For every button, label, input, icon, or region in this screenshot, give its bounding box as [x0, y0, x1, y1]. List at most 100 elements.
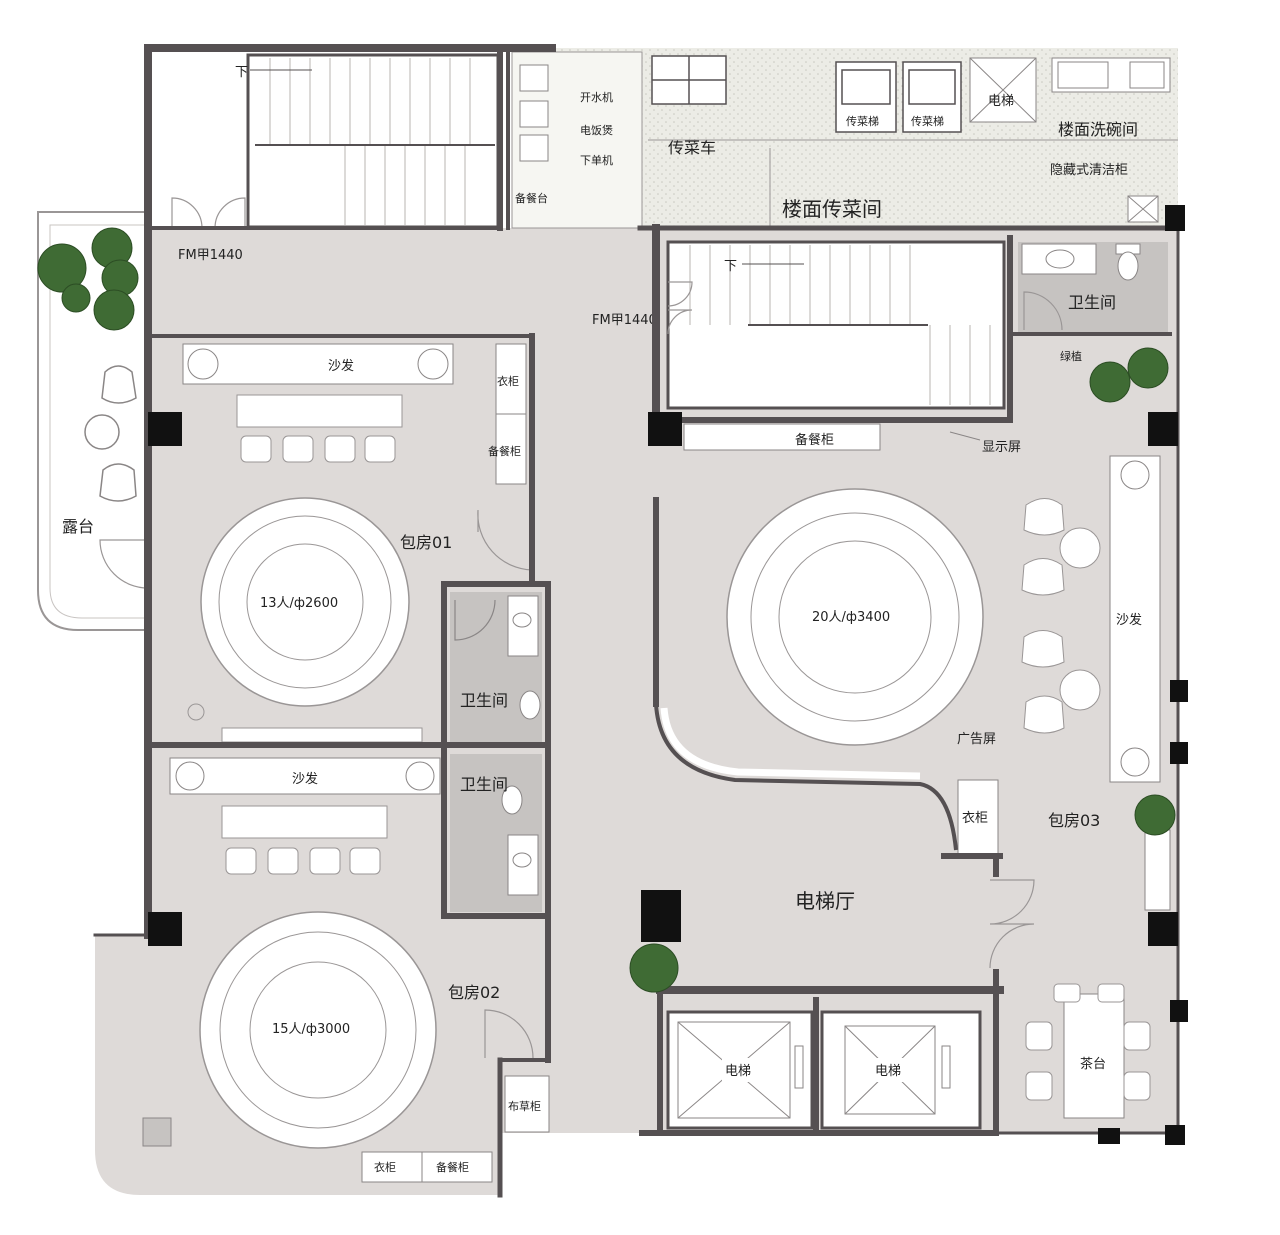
dumbwaiter-2-icon — [902, 61, 962, 133]
round-table-01: 13人/ф2600 — [200, 497, 410, 707]
room-02-door — [484, 1009, 534, 1059]
terrace-table — [84, 414, 120, 450]
round-table-02: 15人/ф3000 — [199, 911, 437, 1149]
stools-02 — [225, 847, 381, 875]
wardrobe-02-label: 衣柜 — [374, 1160, 396, 1174]
ad-screen-label: 广告屏 — [957, 732, 996, 747]
linen-cabinet: 布草柜 — [504, 1075, 550, 1133]
prep-cabinet-03-label: 备餐柜 — [795, 432, 834, 448]
coffee-table-01 — [236, 394, 403, 428]
appliance-row — [519, 64, 549, 162]
dishwash-sink-icon — [1051, 57, 1171, 93]
prep-cabinet-02-label: 备餐柜 — [436, 1160, 469, 1174]
tea-counter-label: 茶台 — [1080, 1056, 1106, 1072]
room-01: 沙发 衣柜 备餐柜 13人/ф2600 包房01 — [158, 336, 533, 743]
fire-door-label-2: FM甲1440 — [592, 313, 657, 328]
sink-icon — [1045, 249, 1075, 269]
lounge-chairs-03 — [1021, 498, 1101, 734]
service-area: 开水机 电饭煲 下单机 备餐台 传菜车 传菜梯 传菜梯 电梯 — [511, 48, 1178, 229]
stair-top-left: 下 — [155, 52, 500, 229]
elevator-1-label: 电梯 — [725, 1064, 751, 1079]
room-03-door — [989, 879, 1035, 969]
fire-door-label-1: FM甲1440 — [178, 248, 243, 263]
hidden-cabinet-label: 隐藏式清洁柜 — [1050, 163, 1128, 178]
terrace-chair-2 — [99, 463, 137, 502]
stair-door-1 — [171, 197, 246, 229]
serving-cart-icon — [651, 55, 727, 105]
elevator-hall: 电梯厅 电梯 电梯 — [654, 703, 982, 1130]
serving-room-label: 楼面传菜间 — [782, 197, 882, 221]
table-02-label: 15人/ф3000 — [272, 1022, 350, 1037]
sofa-02-label: 沙发 — [292, 771, 318, 787]
wardrobe-01: 衣柜 备餐柜 — [488, 343, 527, 485]
dumbwaiter-2-label: 传菜梯 — [911, 115, 944, 128]
coffee-table-02 — [221, 805, 388, 839]
dumbwaiter-1-label: 传菜梯 — [846, 115, 879, 128]
water-boiler-label: 开水机 — [580, 90, 613, 104]
restroom-top-label: 卫生间 — [1068, 293, 1116, 312]
tea-area: 茶台 — [1025, 983, 1151, 1119]
wardrobe-02: 衣柜 — [361, 1151, 423, 1183]
stair-down-label-2: 下 — [724, 259, 737, 274]
sofa-01: 沙发 — [182, 343, 454, 385]
sofa-01-label: 沙发 — [328, 358, 354, 374]
plant-icon — [629, 943, 679, 993]
prep-station-label: 备餐台 — [515, 191, 548, 205]
room-01-bottom-bench — [221, 727, 423, 743]
restroom-top: 卫生间 — [1018, 242, 1168, 332]
restroom-01-label: 卫生间 — [460, 691, 508, 710]
stair-top-right: 下 — [666, 240, 1006, 410]
order-machine-label: 下单机 — [580, 153, 613, 167]
terrace-label: 露台 — [62, 517, 94, 536]
round-table-03: 20人/ф3400 — [726, 488, 984, 746]
green-plant-label: 绿植 — [1060, 349, 1082, 363]
plant-icon — [37, 227, 139, 331]
elevator-top-icon — [969, 57, 1037, 123]
sofa-03-label: 沙发 — [1116, 612, 1142, 628]
stools-01 — [240, 435, 396, 463]
plant-icon — [1089, 347, 1169, 403]
wardrobe-01-label: 衣柜 — [497, 374, 519, 388]
room-03-label: 包房03 — [1048, 811, 1100, 830]
prep-cabinet-02: 备餐柜 — [421, 1151, 493, 1183]
prep-cabinet-03: 备餐柜 — [683, 423, 881, 451]
room-01-door — [477, 509, 533, 571]
terrace-door-swing — [99, 539, 149, 589]
restroom-02-label: 卫生间 — [460, 775, 508, 794]
wardrobe-03: 衣柜 — [957, 779, 999, 855]
stair-down-label-1: 下 — [235, 65, 248, 80]
linen-cabinet-label: 布草柜 — [508, 1100, 541, 1113]
toilet-icon — [519, 690, 541, 720]
room-02-label: 包房02 — [448, 983, 500, 1002]
terrace-chair-1 — [101, 365, 137, 404]
elevator-2: 电梯 — [820, 1010, 982, 1130]
sink-icon — [512, 612, 532, 628]
display-screen-label: 显示屏 — [982, 440, 1021, 455]
dumbwaiter-1-icon — [835, 61, 897, 133]
cabinet-cross-icon — [1127, 195, 1159, 223]
table-01-label: 13人/ф2600 — [260, 596, 338, 611]
sofa-03: 沙发 — [1109, 455, 1161, 783]
table-03-label: 20人/ф3400 — [812, 610, 890, 625]
sofa-02: 沙发 — [169, 757, 441, 795]
elevator-hall-label: 电梯厅 — [795, 889, 855, 913]
curved-wall — [654, 703, 958, 851]
plant-icon — [1134, 794, 1176, 836]
structural-columns — [148, 205, 1188, 1145]
elevator-2-label: 电梯 — [875, 1064, 901, 1079]
restroom-02: 卫生间 — [450, 754, 542, 912]
elevator-1: 电梯 — [666, 1010, 814, 1130]
room-02-floor-box — [142, 1117, 172, 1147]
prep-cabinet-01-label: 备餐柜 — [488, 444, 521, 458]
room-03: 备餐柜 显示屏 20人/ф3400 沙发 广告屏 衣柜 包 — [683, 423, 1171, 1119]
room-01-label: 包房01 — [400, 533, 452, 552]
room-03-side-cabinet — [1144, 829, 1171, 911]
toilet-icon — [1115, 243, 1141, 281]
sink-icon — [512, 852, 532, 868]
elevator-top-label: 电梯 — [988, 94, 1014, 109]
rice-cooker-label: 电饭煲 — [580, 124, 613, 137]
room-02: 沙发 15人/ф3000 包房02 衣柜 备餐柜 布草柜 — [142, 757, 550, 1183]
restroom-01-door — [454, 599, 496, 641]
room-01-fixture — [187, 703, 205, 721]
